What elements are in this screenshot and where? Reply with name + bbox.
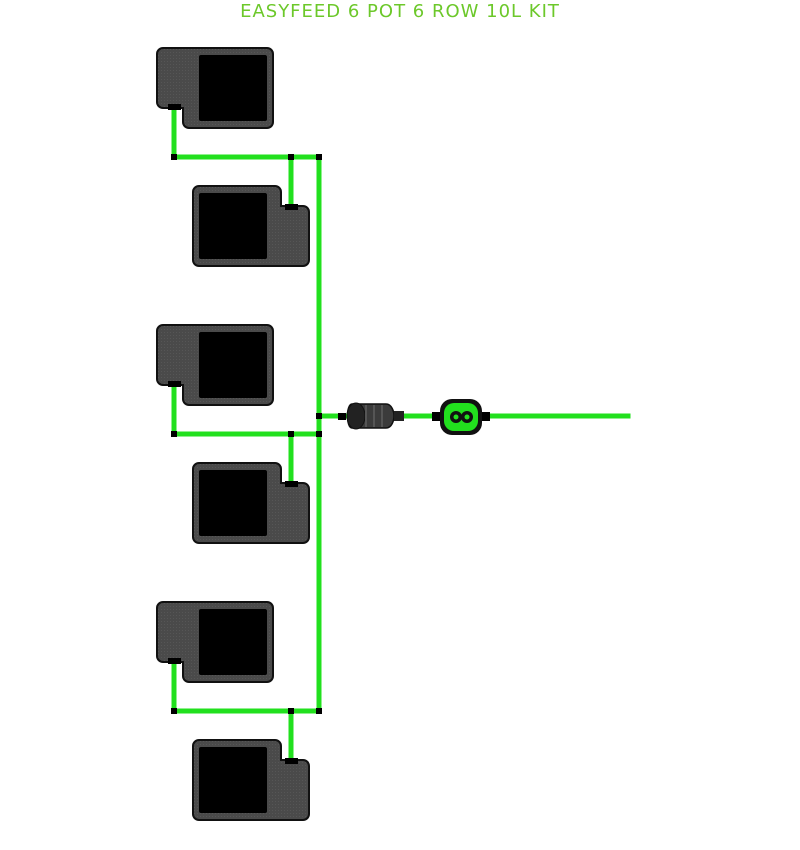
tee-connector — [288, 708, 294, 714]
pot-6 — [192, 739, 310, 821]
pot-2 — [192, 185, 310, 267]
tee-connector — [288, 431, 294, 437]
tee-connector — [171, 154, 177, 160]
tee-connector — [316, 708, 322, 714]
pot-connector — [285, 481, 298, 487]
pot-connector — [285, 758, 298, 764]
pot-connector — [168, 658, 181, 664]
pot-5 — [156, 601, 274, 683]
tee-connector — [171, 431, 177, 437]
tee-connector — [316, 154, 322, 160]
pot-connector — [285, 204, 298, 210]
pot-4 — [192, 462, 310, 544]
diagram-title: EASYFEED 6 POT 6 ROW 10L KIT — [240, 1, 560, 22]
pot-1 — [156, 47, 274, 129]
tee-connector — [316, 431, 322, 437]
junction-connectors — [171, 154, 322, 714]
pot-3 — [156, 324, 274, 406]
pot-connector — [168, 104, 181, 110]
filter-unit — [338, 402, 404, 430]
pot-connector — [168, 381, 181, 387]
tee-connector — [171, 708, 177, 714]
valve-unit — [432, 399, 490, 435]
tee-connector — [288, 154, 294, 160]
tee-connector — [316, 413, 322, 419]
